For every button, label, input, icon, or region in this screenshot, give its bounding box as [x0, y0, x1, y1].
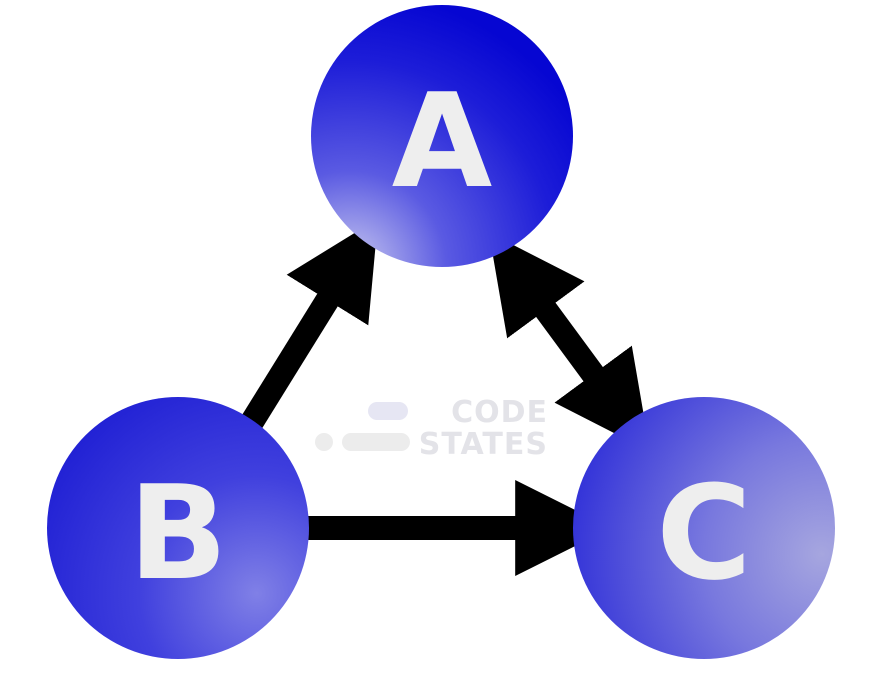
edge-b-to-a	[239, 218, 379, 432]
watermark-bar-bottom	[342, 433, 410, 451]
node-b-label: B	[128, 457, 227, 609]
node-c-circle	[573, 397, 835, 659]
edges	[239, 218, 651, 576]
node-a: A	[311, 5, 573, 267]
watermark: CODE STATES	[315, 395, 548, 462]
node-b-circle	[47, 397, 309, 659]
node-a-circle	[311, 5, 573, 267]
node-c: C	[573, 397, 835, 659]
watermark-line1: CODE	[451, 395, 548, 430]
edge-a-to-c-bidirectional	[488, 232, 651, 452]
node-c-label: C	[656, 457, 751, 609]
watermark-bar-top	[368, 402, 408, 420]
node-b: B	[47, 397, 309, 659]
watermark-line2: STATES	[419, 427, 548, 462]
watermark-dot	[315, 433, 333, 451]
node-a-label: A	[392, 65, 493, 217]
